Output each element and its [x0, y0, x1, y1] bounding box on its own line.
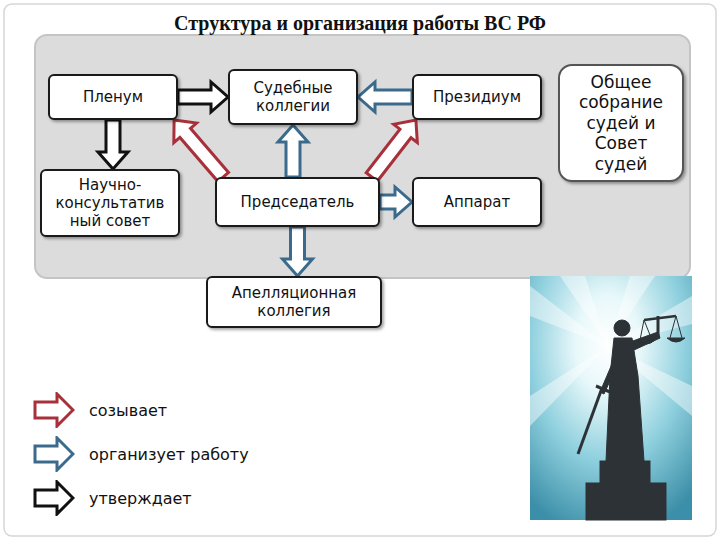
gray-panel [35, 35, 690, 278]
block-arrow [380, 187, 412, 217]
diagram-title: Структура и организация работы ВС РФ [0, 12, 720, 35]
process-box: Общее собрание судей и Совет судей [558, 64, 684, 182]
block-arrow [174, 120, 229, 182]
process-box: Пленум [48, 74, 178, 120]
process-box: Президиум [412, 74, 542, 120]
box-label: Аппарат [444, 193, 511, 211]
box-label: Научно- консультатив ный совет [53, 176, 167, 230]
box-label: Общее собрание судей и Совет судей [573, 72, 669, 174]
block-arrow [278, 125, 308, 177]
block-arrow [178, 82, 228, 112]
legend-item: утверждает [33, 480, 192, 516]
block-arrow [366, 120, 417, 181]
legend-item: созывает [33, 392, 167, 428]
box-label: Президиум [433, 88, 521, 106]
legend-item: организует работу [33, 436, 249, 472]
box-label: Судебные коллегии [236, 79, 350, 115]
legend-label: утверждает [89, 489, 192, 508]
legend-arrow [33, 392, 75, 428]
process-box: Апелляционная коллегия [206, 276, 382, 328]
box-label: Апелляционная коллегия [214, 284, 374, 320]
legend-arrow [33, 480, 75, 516]
box-label: Председатель [241, 193, 355, 211]
process-box: Аппарат [412, 177, 542, 227]
statue-picture [530, 276, 692, 520]
process-box: Научно- консультатив ный совет [40, 169, 180, 237]
process-box: Судебные коллегии [228, 69, 358, 125]
block-arrow [283, 227, 313, 276]
slide-frame [4, 4, 716, 536]
box-label: Пленум [83, 88, 143, 106]
block-arrow [98, 120, 128, 169]
legend-label: созывает [89, 401, 167, 420]
block-arrow [358, 82, 412, 112]
process-box: Председатель [215, 177, 380, 227]
legend-arrow [33, 436, 75, 472]
legend-label: организует работу [89, 445, 249, 464]
